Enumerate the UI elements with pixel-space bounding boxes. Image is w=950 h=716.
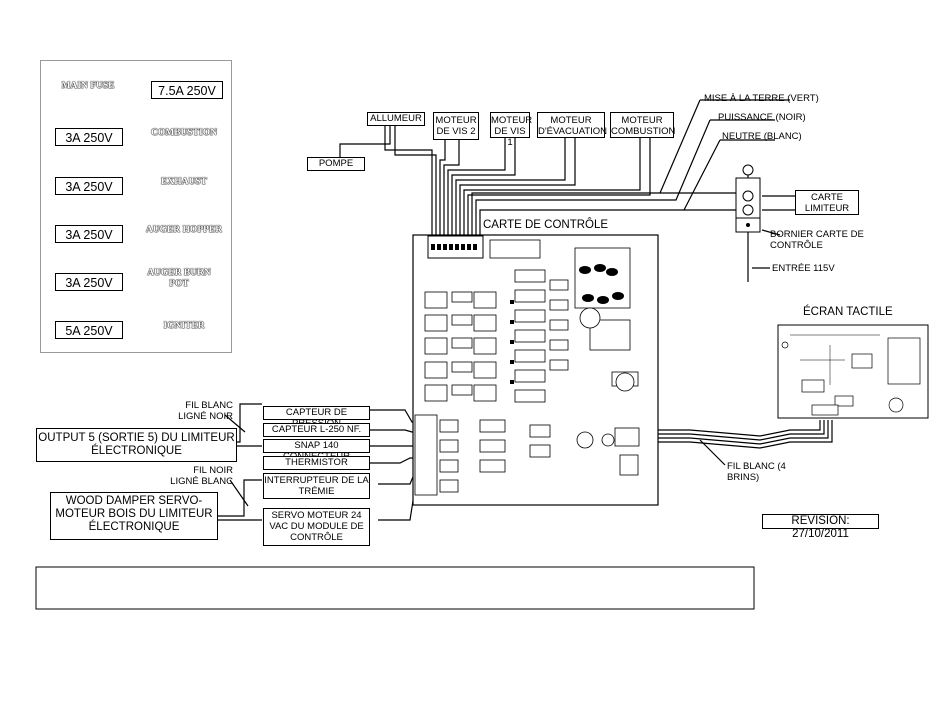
fuse-panel: MAIN FUSE 7.5A 250V 3A 250V COMBUSTION 3… (40, 60, 232, 353)
wire-white-black-label: FIL BLANC LIGNÉ NOIR (178, 400, 233, 422)
auger1-label: MOTEUR DE VIS 1 (490, 112, 532, 148)
pump-label: POMPE (307, 157, 365, 171)
fuse-name: COMBUSTION (151, 128, 217, 138)
fuse-rating: 3A 250V (55, 128, 123, 146)
ground-wire-label: MISE À LA TERRE (VERT) (704, 93, 819, 104)
hopper-switch-box: INTERRUPTEUR DE LA TRÉMIE (263, 473, 370, 499)
fuse-name: MAIN FUSE (61, 81, 115, 91)
fuse-row: MAIN FUSE 7.5A 250V (41, 81, 231, 103)
fuse-rating: 3A 250V (55, 273, 123, 291)
touchscreen-wire-label: FIL BLANC (4 BRINS) (727, 461, 786, 483)
neutral-wire-label: NEUTRE (BLANC) (722, 131, 802, 142)
fuse-row: 3A 250V AUGER HOPPER (41, 225, 231, 247)
snap-connector-box: SNAP 140 CONNECTEUR (263, 439, 370, 462)
wire-black-white-label: FIL NOIR LIGNÉ BLANC (170, 465, 233, 487)
fuse-rating: 5A 250V (55, 321, 123, 339)
pressure-sensor-box: CAPTEUR DE PRESSION (263, 406, 370, 429)
terminal-block-label: BORNIER CARTE DE CONTRÔLE (770, 229, 864, 251)
control-board-title: CARTE DE CONTRÔLE (483, 219, 609, 231)
fuse-row: 3A 250V AUGER BURN POT (41, 268, 231, 295)
fuse-name: EXHAUST (161, 177, 207, 187)
fuse-rating: 7.5A 250V (151, 81, 223, 99)
l250-sensor-box: CAPTEUR L-250 NF. (263, 423, 370, 437)
hot-wire-label: PUISSANCE (NOIR) (718, 112, 806, 123)
input-115v-label: ENTRÉE 115V (772, 263, 835, 274)
fuse-rating: 3A 250V (55, 225, 123, 243)
touchscreen-title: ÉCRAN TACTILE (803, 306, 893, 318)
combustion-motor-label: MOTEUR COMBUSTION (610, 112, 675, 138)
revision-box: REVISION: 27/10/2011 (762, 514, 879, 540)
fuse-row: 3A 250V COMBUSTION (41, 128, 231, 150)
fuse-row: 3A 250V EXHAUST (41, 177, 231, 199)
fuse-name: AUGER HOPPER (145, 225, 223, 235)
thermistor-box: THERMISTOR (263, 456, 370, 470)
output5-box: OUTPUT 5 (SORTIE 5) DU LIMITEUR ÉLECTRON… (36, 428, 237, 462)
servo-motor-box: SERVO MOTEUR 24 VAC DU MODULE DE CONTRÔL… (263, 508, 370, 546)
fuse-name: IGNITER (163, 321, 205, 331)
limit-card-box: CARTE LIMITEUR (795, 190, 859, 215)
wood-damper-box: WOOD DAMPER SERVO-MOTEUR BOIS DU LIMITEU… (50, 492, 218, 540)
exhaust-motor-label: MOTEUR D'ÉVACUATION (537, 112, 607, 138)
fuse-name: AUGER BURN POT (147, 268, 211, 289)
fuse-rating: 3A 250V (55, 177, 123, 195)
igniter-label: ALLUMEUR (367, 112, 425, 126)
fuse-row: 5A 250V IGNITER (41, 321, 231, 343)
auger2-label: MOTEUR DE VIS 2 (433, 112, 479, 140)
